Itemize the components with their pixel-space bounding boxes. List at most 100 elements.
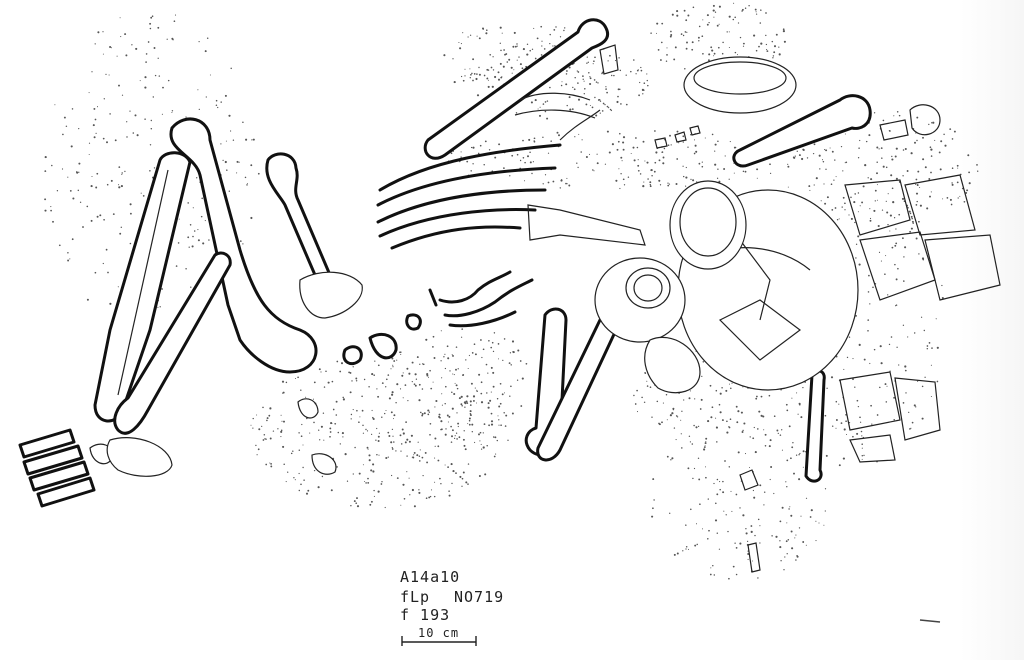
stipple-dot (911, 217, 913, 220)
stipple-dot (921, 417, 924, 420)
stipple-dot (836, 218, 839, 221)
stipple-dot (674, 46, 677, 49)
stipple-dot (778, 53, 781, 56)
stipple-dot (411, 361, 414, 364)
stipple-dot (408, 372, 411, 375)
stipple-dot (406, 471, 408, 473)
stipple-dot (144, 76, 147, 79)
stipple-dot (387, 456, 389, 458)
stipple-dot (161, 288, 163, 290)
stipple-dot (583, 93, 585, 95)
stipple-dot (753, 34, 756, 37)
stipple-dot (455, 346, 458, 348)
stipple-dot (662, 402, 664, 404)
stipple-dot (533, 137, 536, 140)
stipple-dot (532, 161, 535, 163)
stipple-dot (683, 175, 685, 178)
stipple-dot (632, 59, 635, 61)
stipple-dot (374, 360, 376, 362)
stipple-dot (318, 429, 320, 431)
stipple-dot (134, 114, 137, 117)
stipple-dot (931, 347, 933, 349)
stipple-dot (800, 416, 803, 419)
stipple-dot (460, 336, 463, 338)
stipple-dot (262, 406, 264, 409)
stipple-dot (685, 524, 687, 526)
stipple-dot (421, 456, 424, 459)
stipple-dot (416, 356, 419, 359)
ribs (376, 92, 601, 250)
stipple-dot (283, 420, 285, 423)
stipple-dot (722, 491, 725, 494)
stipple-dot (771, 40, 774, 43)
stipple-dot (791, 446, 794, 449)
stipple-dot (571, 108, 574, 110)
stipple-dot (915, 204, 918, 206)
stipple-dot (909, 212, 912, 215)
stipple-dot (456, 412, 458, 414)
stipple-dot (63, 116, 66, 119)
stipple-dot (712, 4, 715, 7)
stipple-dot (426, 373, 429, 376)
stipple-dot (487, 85, 490, 88)
stipple-dot (378, 454, 380, 456)
stipple-dot (581, 139, 583, 141)
stipple-dot (707, 538, 709, 540)
stipple-dot (460, 75, 463, 78)
stipple-dot (841, 206, 843, 208)
stipple-dot (487, 402, 490, 405)
stipple-dot (852, 378, 854, 381)
stipple-dot (702, 19, 704, 21)
stipple-dot (67, 259, 70, 262)
stipple-dot (486, 68, 489, 71)
stipple-dot (781, 449, 783, 451)
stipple-dot (321, 475, 324, 478)
stipple-dot (391, 448, 394, 450)
stipple-dot (499, 42, 501, 44)
stipple-dot (486, 445, 488, 447)
stipple-dot (566, 177, 568, 179)
stipple-dot (760, 414, 763, 417)
stipple-dot (788, 508, 790, 510)
stipple-dot (469, 404, 472, 406)
stipple-dot (471, 431, 473, 433)
stipple-dot (712, 564, 714, 567)
stipple-dot (655, 151, 658, 154)
stipple-dot (845, 161, 848, 164)
stipple-dot (250, 164, 253, 167)
stipple-dot (356, 497, 358, 500)
stipple-dot (406, 438, 409, 441)
stipple-dot (264, 438, 266, 440)
stipple-dot (867, 291, 870, 293)
stipple-dot (396, 383, 399, 386)
stipple-dot (957, 197, 959, 199)
stipple-dot (373, 489, 375, 492)
stipple-dot (707, 420, 710, 423)
stipple-dot (145, 53, 148, 55)
stipple-dot (951, 183, 954, 186)
stipple-dot (351, 380, 353, 382)
stipple-dot (486, 77, 489, 80)
stipple-dot (418, 491, 421, 494)
stipple-dot (701, 165, 704, 168)
stipple-dot (633, 394, 635, 397)
stipple-dot (50, 209, 52, 212)
stipple-dot (480, 392, 483, 395)
stipple-dot (891, 246, 894, 249)
stipple-dot (109, 45, 112, 49)
stipple-dot (110, 179, 113, 182)
stipple-dot (352, 409, 354, 411)
stipple-dot (427, 376, 430, 378)
stipple-dot (763, 504, 765, 506)
stipple-dot (819, 168, 821, 170)
stipple-dot (177, 242, 180, 244)
stipple-dot (763, 429, 765, 431)
stipple-dot (270, 463, 272, 465)
stipple-dot (472, 79, 474, 82)
stipple-dot (752, 437, 755, 440)
stipple-dot (236, 160, 239, 163)
stipple-dot (889, 230, 891, 232)
stipple-dot (917, 170, 920, 173)
stipple-dot (690, 134, 692, 136)
stipple-dot (710, 46, 713, 49)
